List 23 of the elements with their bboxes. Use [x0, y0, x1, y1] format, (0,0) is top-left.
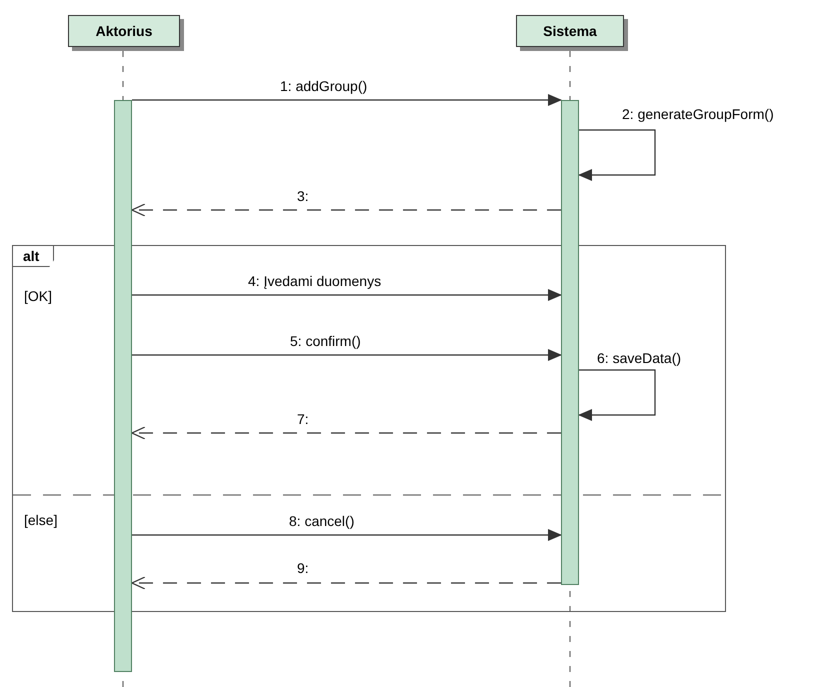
message-label: 1: addGroup()	[280, 78, 368, 94]
message-label: 9:	[297, 560, 309, 576]
return-arrow	[131, 576, 561, 590]
message-arrow	[578, 369, 656, 421]
activation-bar	[114, 100, 132, 672]
fragment-operator: alt	[13, 246, 54, 267]
message-label: 2: generateGroupForm()	[622, 106, 774, 122]
guard-condition: [OK]	[24, 288, 52, 304]
message-arrow	[132, 529, 562, 541]
guard-condition: [else]	[24, 512, 58, 528]
message-label: 3:	[297, 188, 309, 204]
message-arrow	[132, 94, 562, 106]
activation-bar	[561, 100, 579, 585]
message-label: 5: confirm()	[290, 333, 361, 349]
message-label: 7:	[297, 411, 309, 427]
message-label: 8: cancel()	[289, 513, 354, 529]
message-arrow	[578, 129, 656, 181]
return-arrow	[131, 426, 561, 440]
message-label: 4: Įvedami duomenys	[248, 273, 382, 289]
return-arrow	[131, 203, 561, 217]
message-arrow	[132, 289, 562, 301]
message-arrow	[132, 349, 562, 361]
message-label: 6: saveData()	[597, 350, 682, 366]
